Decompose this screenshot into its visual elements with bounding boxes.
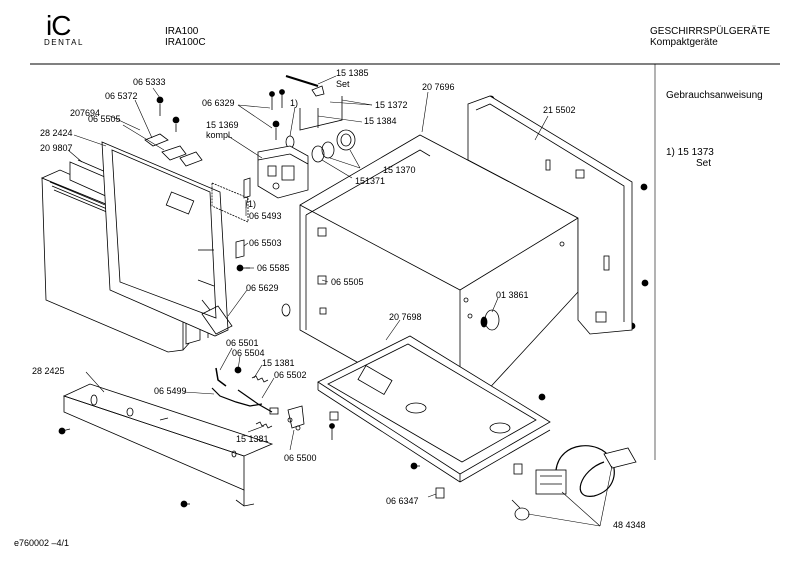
door-gasket — [211, 182, 249, 223]
part-label: 15 1385 — [336, 68, 369, 78]
part-label: 20 7696 — [422, 82, 455, 92]
part-label: 15 1381 — [236, 434, 269, 444]
foot — [329, 411, 523, 499]
part-label: 06 5502 — [274, 370, 307, 380]
footnote-marker: 1) — [290, 98, 299, 108]
switch-bracket — [235, 239, 245, 259]
bracket — [299, 96, 343, 131]
part-label: 06 5505 — [331, 277, 364, 287]
part-label: 06 5629 — [246, 283, 279, 293]
model-name: IRA100 — [165, 26, 199, 37]
part-label: 15 1372 — [375, 100, 408, 110]
part-label: 15 1369 — [206, 120, 239, 130]
footnote-set: Set — [696, 158, 712, 169]
part-label: 28 2424 — [40, 128, 73, 138]
brand-subtitle: DENTAL — [44, 38, 84, 47]
kickplate — [62, 383, 274, 507]
part-label: 15 1381 — [262, 358, 295, 368]
seal-ring — [311, 145, 325, 163]
part-label: 06 5504 — [232, 348, 265, 358]
part-label: 20 7698 — [389, 312, 422, 322]
rear-panel — [467, 95, 633, 335]
part-label: 21 5502 — [543, 105, 576, 115]
mains-cable — [511, 445, 637, 521]
pin — [285, 75, 319, 87]
part-label: 06 5372 — [105, 91, 138, 101]
part-label: 06 6347 — [386, 496, 419, 506]
part-label: 48 4348 — [613, 520, 646, 530]
support-plate — [201, 305, 233, 335]
brand-logo: iC — [46, 10, 71, 41]
part-label: 06 5505 — [88, 114, 121, 124]
part-label: 15 1384 — [364, 116, 397, 126]
part-label: 15 1370 — [383, 165, 416, 175]
lever-assembly — [211, 367, 279, 429]
part-label: 06 5503 — [249, 238, 282, 248]
part-label: 151371 — [355, 176, 386, 186]
part-label: 20 9807 — [40, 143, 73, 153]
latch-bracket — [243, 177, 251, 199]
footnote-ref: 1) 15 1373 — [666, 147, 714, 158]
category-block: GESCHIRRSPÜLGERÄTE Kompaktgeräte — [650, 26, 770, 48]
hinge-clips — [144, 133, 203, 167]
knob — [281, 303, 500, 331]
door-liner — [101, 141, 229, 337]
leader-lines — [67, 75, 613, 527]
subcategory-title: Kompaktgeräte — [650, 37, 718, 48]
model-name: IRA100C — [165, 37, 206, 48]
part-label: 207694 — [70, 108, 101, 118]
part-label: 06 6329 — [202, 98, 235, 108]
footnote-marker: 1) — [248, 199, 257, 209]
part-label: 06 5500 — [284, 453, 317, 463]
part-label: 28 2425 — [32, 366, 65, 376]
category-title: GESCHIRRSPÜLGERÄTE — [650, 26, 771, 37]
part-label: 06 5501 — [226, 338, 259, 348]
part-label: 01 3861 — [496, 290, 529, 300]
hinge-block — [287, 405, 305, 431]
document-code: e760002 –4/1 — [14, 538, 70, 548]
part-label: 06 5499 — [154, 386, 187, 396]
clip — [311, 85, 325, 97]
model-list: IRA100 IRA100C — [165, 26, 206, 48]
flange — [336, 129, 356, 151]
part-label: Set — [336, 79, 350, 89]
part-label: 06 5493 — [249, 211, 282, 221]
part-label: 06 5333 — [133, 77, 166, 87]
part-label: kompl. — [206, 130, 233, 140]
base-frame — [317, 335, 551, 483]
door-lock-module — [257, 145, 309, 199]
manual-label: Gebrauchsanweisung — [666, 90, 763, 101]
part-label: 06 5585 — [257, 263, 290, 273]
